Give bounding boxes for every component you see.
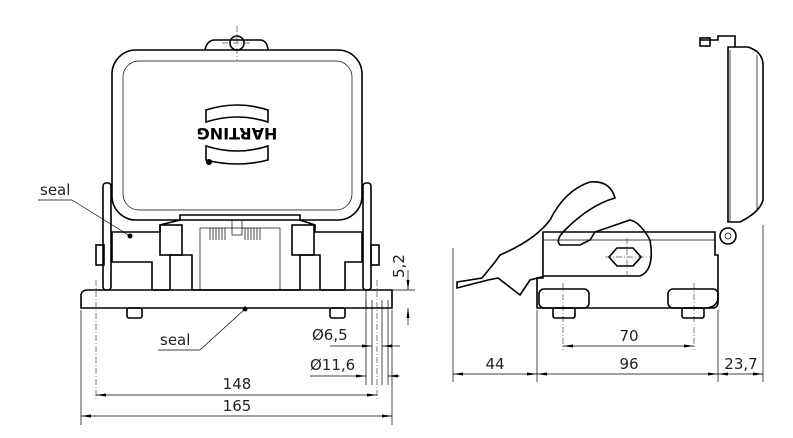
left-bolt-icon <box>95 244 105 266</box>
side-housing <box>536 231 719 350</box>
dimension-165: 165 <box>80 310 393 425</box>
dimension-96: 96 <box>537 355 718 376</box>
dim-165-label: 165 <box>223 397 252 415</box>
right-bracket <box>362 182 372 291</box>
side-dimensions: 44 70 96 23,7 <box>452 225 764 382</box>
front-view: HARTING seal <box>38 26 415 425</box>
dim-70-label: 70 <box>619 327 638 345</box>
seal-callout-bottom: seal <box>158 306 248 351</box>
dimension-holes: Ø6,5 Ø11,6 <box>310 300 400 385</box>
dimension-5-2: 5,2 <box>390 254 415 325</box>
locking-lever <box>456 181 653 297</box>
harting-logo: HARTING <box>197 104 278 165</box>
base-plate <box>80 280 393 400</box>
logo-text: HARTING <box>197 124 278 143</box>
seal-label: seal <box>160 331 190 349</box>
dim-96-label: 96 <box>619 355 638 373</box>
side-view: 44 70 96 23,7 <box>452 35 764 382</box>
side-cover <box>699 35 764 245</box>
seal-callout-top: seal <box>38 181 133 239</box>
dimension-23-7: 23,7 <box>718 355 763 376</box>
dimension-70: 70 <box>563 327 694 348</box>
dim-5-2-label: 5,2 <box>390 254 408 278</box>
dimension-148: 148 <box>96 375 377 397</box>
dim-6-5-label: Ø6,5 <box>312 326 348 344</box>
seal-label: seal <box>40 181 70 199</box>
dim-148-label: 148 <box>223 375 252 393</box>
housing-body <box>95 182 380 291</box>
hinge-icon <box>719 227 737 245</box>
left-bracket <box>102 182 112 291</box>
spring-coils <box>209 219 261 240</box>
dim-23-7-label: 23,7 <box>724 355 757 373</box>
dimension-44: 44 <box>453 355 537 376</box>
right-bolt-icon <box>370 244 380 266</box>
dim-11-6-label: Ø11,6 <box>310 356 355 374</box>
cover <box>111 26 363 221</box>
dim-44-label: 44 <box>485 355 504 373</box>
